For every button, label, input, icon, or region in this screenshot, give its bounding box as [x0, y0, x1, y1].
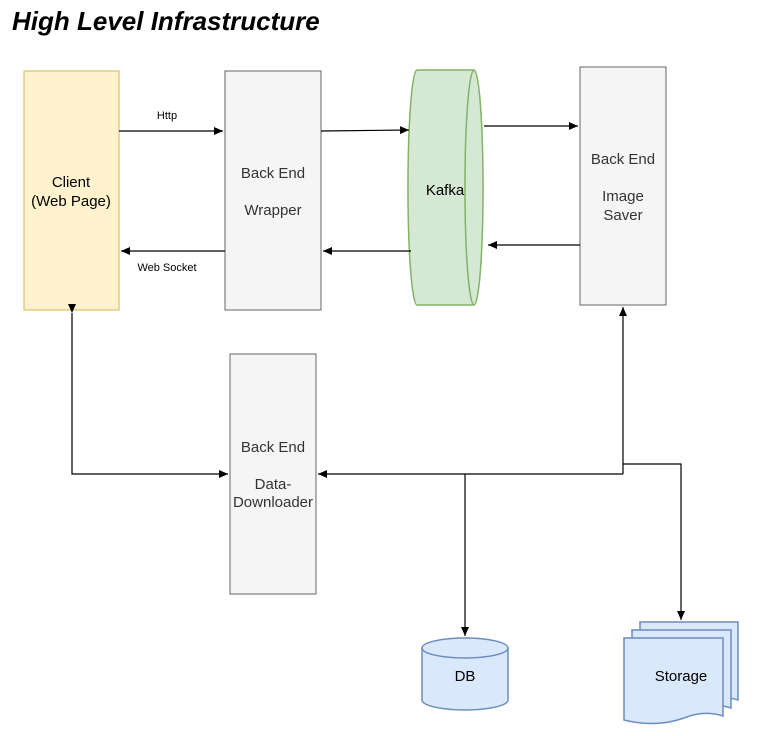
backend-data-downloader-node[interactable]: Back End Data- Downloader	[229, 353, 317, 595]
edge-client-to-downloader	[68, 304, 228, 478]
edge-label-websocket: Web Socket	[137, 262, 196, 274]
edge-label-http: Http	[157, 110, 177, 122]
kafka-node[interactable]: Kafka	[407, 69, 484, 306]
downloader-label-downloader: Downloader	[233, 494, 313, 511]
db-node[interactable]: DB	[421, 637, 509, 711]
client-node[interactable]: Client (Web Page)	[23, 70, 120, 311]
downloader-label-backend: Back End	[241, 439, 305, 456]
downloader-label-data: Data-	[255, 476, 292, 493]
kafka-label: Kafka	[426, 182, 465, 199]
wrapper-label-backend: Back End	[241, 165, 305, 182]
backend-image-saver-node[interactable]: Back End Image Saver	[579, 66, 667, 306]
edge-wrapper-to-kafka	[320, 126, 410, 135]
storage-label: Storage	[655, 668, 708, 685]
client-label: Client	[52, 174, 91, 191]
edge-hub-to-storage	[623, 463, 685, 620]
saver-label-image: Image	[602, 188, 644, 205]
backend-wrapper-node[interactable]: Back End Wrapper	[224, 70, 322, 311]
wrapper-label-name: Wrapper	[244, 202, 301, 219]
client-sublabel: (Web Page)	[31, 193, 111, 210]
storage-node[interactable]: Storage	[623, 621, 739, 725]
db-label: DB	[455, 668, 476, 685]
diagram-title: High Level Infrastructure	[12, 6, 320, 36]
saver-label-saver: Saver	[603, 207, 642, 224]
saver-label-backend: Back End	[591, 151, 655, 168]
